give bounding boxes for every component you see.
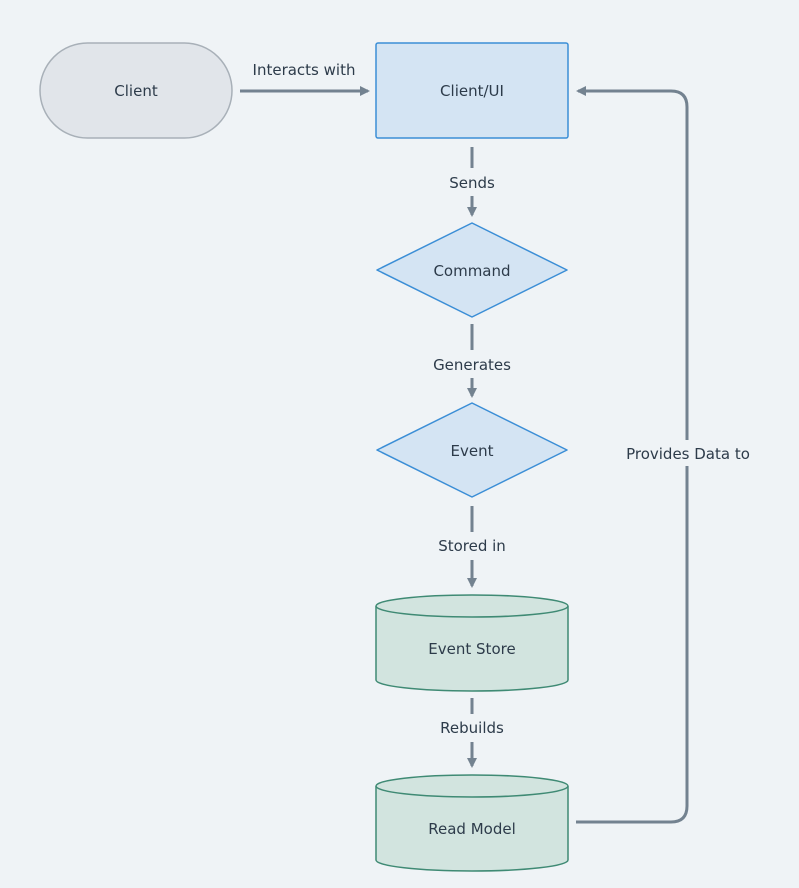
edge-rebuilds: Rebuilds xyxy=(440,698,504,768)
node-client: Client xyxy=(39,42,233,139)
node-event: Event xyxy=(376,402,568,498)
edge-interacts-with: Interacts with xyxy=(240,61,370,96)
edge-label-stored-in: Stored in xyxy=(438,537,506,555)
node-client-label: Client xyxy=(114,82,158,100)
edge-label-generates: Generates xyxy=(433,356,511,374)
node-command: Command xyxy=(376,222,568,318)
node-client-ui-label: Client/UI xyxy=(440,82,504,100)
node-event-label: Event xyxy=(451,442,494,460)
node-event-store: Event Store xyxy=(375,594,569,692)
edge-sends: Sends xyxy=(449,147,495,217)
edge-provides-data-to: Provides Data to xyxy=(576,86,750,824)
edge-label-rebuilds: Rebuilds xyxy=(440,719,504,737)
edge-stored-in: Stored in xyxy=(438,506,506,588)
edge-label-interacts-with: Interacts with xyxy=(253,61,356,79)
node-read-model-label: Read Model xyxy=(428,820,516,838)
node-event-store-label: Event Store xyxy=(428,640,515,658)
edge-generates: Generates xyxy=(433,324,511,398)
edge-label-sends: Sends xyxy=(449,174,495,192)
node-client-ui: Client/UI xyxy=(375,42,569,139)
node-command-label: Command xyxy=(433,262,510,280)
node-read-model: Read Model xyxy=(375,774,569,872)
edge-label-provides-data-to: Provides Data to xyxy=(626,445,750,463)
